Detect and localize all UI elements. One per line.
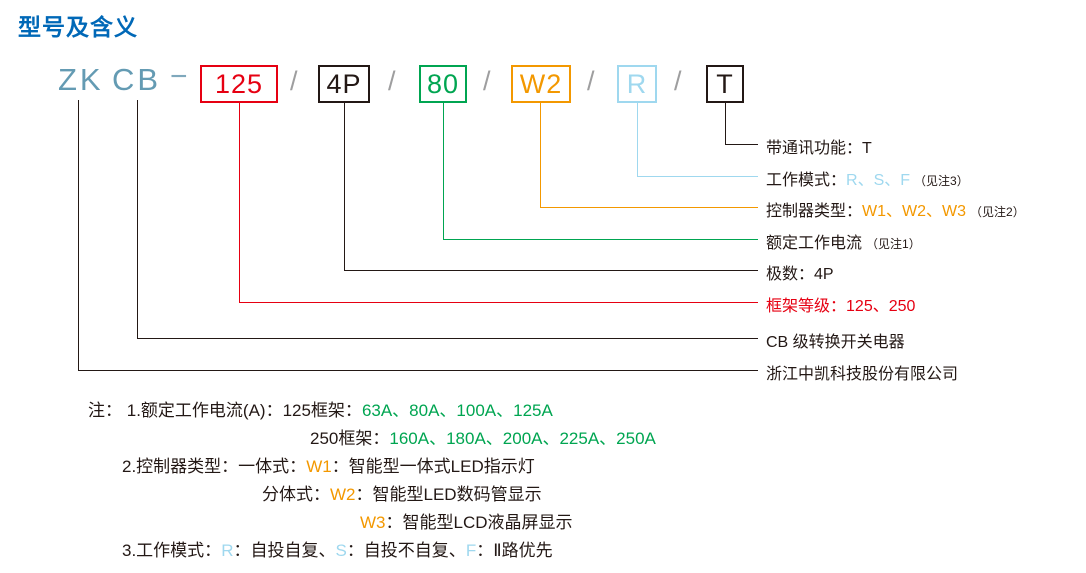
connector-h-company <box>78 370 758 371</box>
separator-slash: / <box>674 66 682 96</box>
note-3-code: W1 <box>306 457 332 476</box>
page-title: 型号及含义 <box>18 14 138 40</box>
note-line-2: 250框架：160A、180A、200A、225A、250A <box>310 424 656 449</box>
connector-h-communication <box>725 144 758 145</box>
model-dash: − <box>170 60 188 93</box>
note-4-prefix: 分体式： <box>262 485 330 504</box>
connector-v-frame-rating <box>239 103 240 302</box>
label-controller-type: 控制器类型：W1、W2、W3（见注2） <box>766 197 1025 221</box>
segment-controller-type: W2 <box>511 65 571 103</box>
label-communication: 带通讯功能：T <box>766 134 872 158</box>
segment-frame-rating: 125 <box>200 65 278 103</box>
note-line-5: W3：智能型LCD液晶屏显示 <box>360 508 573 533</box>
note-line-1: 注： 1.额定工作电流(A)：125框架：63A、80A、100A、125A <box>88 396 553 421</box>
label-values: R、S、F <box>846 172 911 189</box>
note-line-3: 2.控制器类型：一体式：W1：智能型一体式LED指示灯 <box>122 452 535 477</box>
note-2-values: 160A、180A、200A、225A、250A <box>389 429 656 448</box>
separator-slash: / <box>483 66 491 96</box>
label-text: 极数：4P <box>766 266 834 283</box>
label-text: 框架等级： <box>766 298 847 315</box>
note-2-prefix: 250框架： <box>310 429 390 448</box>
segment-poles: 4P <box>318 65 370 103</box>
label-poles: 极数：4P <box>766 260 834 284</box>
note-4-code: W2 <box>330 485 356 504</box>
label-note-ref: （见注3） <box>914 174 969 188</box>
label-frame-rating: 框架等级：125、250 <box>766 292 915 316</box>
connector-v-cb-type <box>137 100 138 338</box>
connector-v-controller <box>540 103 541 207</box>
label-text: CB 级转换开关电器 <box>766 334 905 351</box>
note-6-code-r: R <box>221 541 234 560</box>
connector-h-controller <box>540 207 758 208</box>
note-5-suffix: ：智能型LCD液晶屏显示 <box>385 513 573 532</box>
note-line-6: 3.工作模式：R：自投自复、S：自投不自复、F：Ⅱ路优先 <box>122 536 553 561</box>
note-3-prefix: 2.控制器类型：一体式： <box>122 457 307 476</box>
separator-slash: / <box>388 66 396 96</box>
connector-v-rated-current <box>443 103 444 239</box>
connector-v-poles <box>344 103 345 270</box>
note-1-prefix: 1.额定工作电流(A)：125框架： <box>126 401 362 420</box>
model-type-code: CB <box>112 62 162 97</box>
label-work-mode: 工作模式：R、S、F（见注3） <box>766 166 969 190</box>
connector-h-frame-rating <box>239 302 758 303</box>
connector-h-cb-type <box>137 338 758 339</box>
label-cb-type: CB 级转换开关电器 <box>766 328 905 352</box>
note-6-code-f: F <box>465 541 477 560</box>
connector-h-work-mode <box>637 176 758 177</box>
label-text: 额定工作电流 <box>766 235 863 252</box>
separator-slash: / <box>587 66 595 96</box>
note-1-values: 63A、80A、100A、125A <box>361 401 553 420</box>
connector-v-work-mode <box>637 103 638 176</box>
label-note-ref: （见注2） <box>970 205 1025 219</box>
model-brand-code: ZK <box>58 62 104 97</box>
label-values: 125、250 <box>846 298 916 315</box>
note-6-prefix: 3.工作模式： <box>122 541 222 560</box>
note-6-mid-2: ：自投不自复、 <box>346 541 466 560</box>
connector-v-communication <box>725 103 726 144</box>
segment-rated-current: 80 <box>419 65 467 103</box>
label-company: 浙江中凯科技股份有限公司 <box>766 360 958 384</box>
segment-work-mode: R <box>617 65 657 103</box>
notes-heading: 注： <box>88 401 122 420</box>
label-text: 带通讯功能：T <box>766 140 872 157</box>
label-text: 控制器类型： <box>766 203 863 220</box>
note-6-code-s: S <box>335 541 347 560</box>
label-text: 工作模式： <box>766 172 847 189</box>
label-values: W1、W2、W3 <box>862 203 967 220</box>
note-3-suffix: ：智能型一体式LED指示灯 <box>331 457 535 476</box>
note-4-suffix: ：智能型LED数码管显示 <box>355 485 542 504</box>
note-6-suffix: ：Ⅱ路优先 <box>476 541 553 560</box>
label-note-ref: （见注1） <box>866 237 921 251</box>
connector-h-poles <box>344 270 758 271</box>
note-line-4: 分体式：W2：智能型LED数码管显示 <box>262 480 542 505</box>
note-6-mid-1: ：自投自复、 <box>233 541 336 560</box>
connector-h-rated-current <box>443 239 758 240</box>
separator-slash: / <box>290 66 298 96</box>
label-text: 浙江中凯科技股份有限公司 <box>766 366 959 383</box>
connector-v-company <box>78 100 79 370</box>
label-rated-current: 额定工作电流（见注1） <box>766 229 921 253</box>
segment-communication: T <box>706 65 744 103</box>
note-5-code: W3 <box>360 513 386 532</box>
